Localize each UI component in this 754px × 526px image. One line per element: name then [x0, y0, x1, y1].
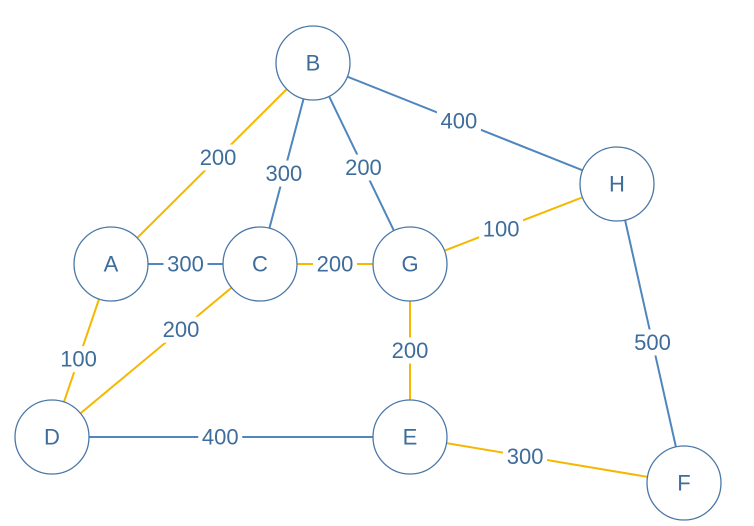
- edge-weight-g-e: 200: [392, 338, 429, 363]
- node-a: [73, 226, 149, 302]
- edge-weight-e-f: 300: [507, 444, 544, 469]
- node-label-a: A: [104, 252, 119, 277]
- edge-weight-g-h: 100: [483, 216, 520, 241]
- edge-weight-b-g: 200: [345, 155, 382, 180]
- edge-weight-d-e: 400: [202, 425, 239, 450]
- edge-weight-b-c: 300: [265, 161, 302, 186]
- node-b: [275, 25, 351, 101]
- graph-nodes: A B C D E F G H: [14, 25, 722, 521]
- edge-weight-c-g: 200: [317, 252, 354, 277]
- graph-edge-labels: 200 300 200 400 300 200 100 100 200 200 500 400 300: [56, 108, 675, 470]
- edge-weight-background: [503, 443, 548, 470]
- edge-weight-background: [388, 337, 432, 364]
- edge-weight-background: [56, 346, 101, 373]
- edge-weight-a-d: 100: [60, 347, 97, 372]
- node-label-f: F: [677, 471, 690, 496]
- node-label-g: G: [401, 252, 418, 277]
- edge-weight-background: [479, 215, 524, 242]
- edge-weight-b-a: 200: [200, 145, 237, 170]
- edge-weight-background: [630, 329, 675, 356]
- edge-weight-background: [163, 251, 208, 277]
- node-label-e: E: [403, 425, 418, 450]
- node-e: [372, 399, 448, 475]
- node-d: [14, 399, 90, 475]
- edge-weight-background: [196, 144, 241, 171]
- edge-weight-background: [436, 108, 481, 135]
- edge-weight-c-d: 200: [163, 317, 200, 342]
- node-label-d: D: [44, 425, 60, 450]
- edge-c-d: [51, 263, 261, 438]
- node-label-c: C: [252, 252, 268, 277]
- edge-weight-background: [198, 424, 243, 450]
- node-label-b: B: [306, 51, 321, 76]
- node-f: [646, 445, 722, 521]
- edge-weight-background: [313, 251, 357, 277]
- edge-weight-background: [158, 316, 203, 343]
- edge-weight-a-c: 300: [167, 252, 204, 277]
- edge-weight-background: [341, 154, 386, 181]
- edge-weight-background: [261, 160, 306, 187]
- node-label-h: H: [609, 172, 625, 197]
- node-c: [222, 226, 298, 302]
- node-g: [372, 226, 448, 302]
- edge-weight-h-f: 500: [634, 330, 671, 355]
- edge-weight-b-h: 400: [441, 109, 478, 134]
- node-h: [579, 146, 655, 222]
